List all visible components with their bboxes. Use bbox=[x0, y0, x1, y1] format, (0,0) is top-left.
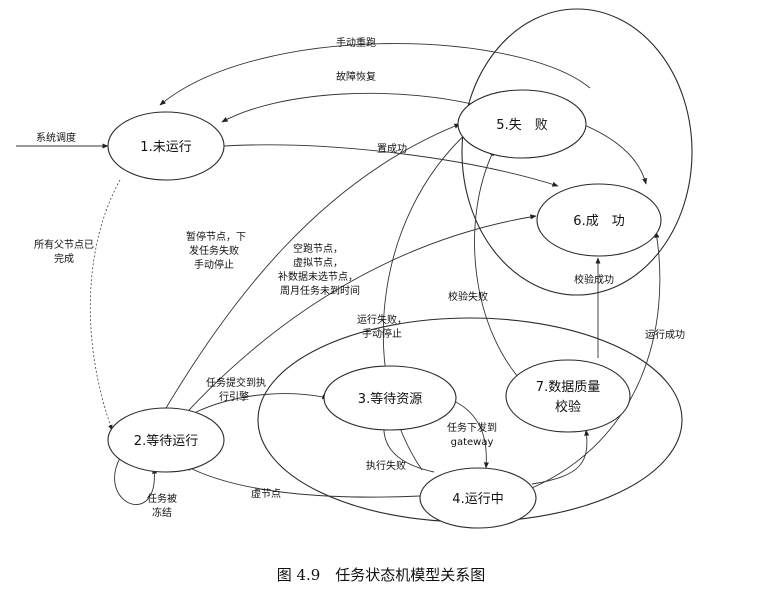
node-waiting-run: 2.等待运行 bbox=[107, 407, 225, 473]
edge-all-parents-done bbox=[89, 179, 121, 431]
edge-pause-to-failed bbox=[159, 123, 461, 419]
label-frozen-1: 任务被 bbox=[147, 492, 177, 505]
label-run-success: 运行成功 bbox=[645, 328, 685, 341]
label-run-fail-manual-1: 运行失败， bbox=[357, 313, 407, 326]
edge-manual-rerun bbox=[159, 43, 591, 106]
label-pause-3: 手动停止 bbox=[194, 258, 234, 271]
node-not-run: 1.未运行 bbox=[107, 111, 225, 181]
node-running: 4.运行中 bbox=[419, 467, 537, 529]
label-check-success: 校验成功 bbox=[574, 273, 614, 286]
node-quality-check-label-1: 7.数据质量 bbox=[536, 380, 600, 395]
edge-frozen-loop bbox=[114, 457, 158, 506]
label-system-schedule: 系统调度 bbox=[36, 131, 76, 144]
edge-fault-recovery bbox=[221, 92, 489, 123]
node-quality-check-label-2: 校验 bbox=[555, 399, 581, 415]
node-success-label: 6.成 功 bbox=[573, 214, 624, 229]
label-pause-1: 暂停节点，下 bbox=[186, 230, 246, 243]
node-waiting-run-label: 2.等待运行 bbox=[134, 433, 198, 449]
edge-dispatch bbox=[451, 399, 489, 469]
node-not-run-label: 1.未运行 bbox=[140, 140, 191, 155]
edge-to-quality-check bbox=[531, 429, 590, 485]
label-manual-rerun: 手动重跑 bbox=[336, 36, 376, 49]
edge-run-success bbox=[531, 231, 661, 489]
node-waiting-resource-label: 3.等待资源 bbox=[358, 391, 422, 407]
node-waiting-resource: 3.等待资源 bbox=[323, 365, 457, 431]
label-run-fail-manual-2: 手动停止 bbox=[362, 327, 402, 340]
node-failed-label: 5.失 败 bbox=[496, 118, 547, 133]
label-set-success: 置成功 bbox=[377, 143, 407, 155]
label-dispatch-2: gateway bbox=[451, 437, 494, 448]
edge-failed-to-success bbox=[581, 123, 648, 185]
label-all-parents-done-2: 完成 bbox=[54, 252, 74, 265]
node-success: 6.成 功 bbox=[536, 183, 662, 257]
outer-loop-upper bbox=[461, 8, 693, 296]
label-skip-3: 补数据未选节点， bbox=[278, 270, 358, 283]
label-skip-2: 虚拟节点， bbox=[293, 256, 343, 269]
node-running-label: 4.运行中 bbox=[452, 492, 503, 507]
label-dispatch-1: 任务下发到 bbox=[447, 421, 497, 434]
label-all-parents-done-1: 所有父节点已 bbox=[34, 238, 94, 251]
label-skip-1: 空跑节点， bbox=[293, 242, 343, 255]
edge-virtual-node bbox=[185, 465, 421, 498]
edge-skip-to-success bbox=[177, 214, 537, 423]
label-submit-2: 行引擎 bbox=[219, 390, 249, 403]
node-failed: 5.失 败 bbox=[457, 89, 587, 159]
label-virtual-node: 虚节点 bbox=[251, 488, 281, 500]
label-exec-fail: 执行失败 bbox=[366, 459, 406, 472]
label-submit-1: 任务提交到执 bbox=[206, 376, 266, 389]
figure-caption: 图 4.9 任务状态机模型关系图 bbox=[277, 566, 486, 584]
label-pause-2: 发任务失败 bbox=[189, 244, 239, 257]
edge-set-success bbox=[223, 144, 559, 187]
edge-check-fail bbox=[474, 149, 529, 389]
label-check-fail: 校验失败 bbox=[448, 290, 488, 303]
edge-submit bbox=[195, 393, 329, 413]
label-frozen-2: 冻结 bbox=[152, 506, 172, 519]
label-fault-recovery: 故障恢复 bbox=[336, 70, 376, 83]
label-skip-4: 周月任务未到时间 bbox=[280, 284, 360, 297]
node-quality-check: 7.数据质量 校验 bbox=[505, 359, 631, 433]
